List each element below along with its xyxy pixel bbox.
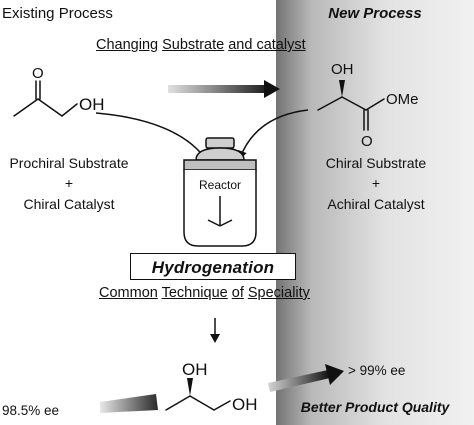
propanediol-structure [165,395,231,411]
existing-inputs-caption: Prochiral Substrate + Chiral Catalyst [0,153,138,214]
hydrogenation-box: Hydrogenation [130,253,296,280]
achiral-catalyst-label: Achiral Catalyst [327,195,425,212]
changing-caption: Changing Substrate and catalyst [96,38,306,53]
better-quality-caption: Better Product Quality [300,399,450,415]
right-hydroxyl-label: OH [331,61,354,78]
prochiral-substrate-label: Prochiral Substrate [9,155,129,171]
product-stereo-wedge [187,378,193,396]
speciality-word: Speciality [247,285,310,301]
reactor-vessel [183,137,257,247]
right-curved-arrow [238,109,309,160]
technique-caption: Common Technique of Speciality [99,286,310,301]
new-process-panel [276,0,474,425]
substrate-word: Substrate [162,37,225,53]
quality-improvement-arrow [268,364,344,392]
hydroxyacetone-structure [13,80,78,117]
existing-ee-value: 98.5% ee [2,403,60,418]
and-catalyst-words: and catalyst [228,37,306,53]
product-top-hydroxyl-label: OH [182,360,208,379]
common-word: Common [99,285,158,301]
existing-plus-sign: + [64,175,74,192]
existing-process-heading: Existing Process [2,5,113,22]
chiral-substrate-label: Chiral Substrate [325,155,427,171]
new-plus-sign: + [371,175,381,192]
technique-word: Technique [161,285,228,301]
product-right-hydroxyl-label: OH [232,395,258,414]
chiral-catalyst-label: Chiral Catalyst [23,195,115,212]
new-inputs-caption: Chiral Substrate + Achiral Catalyst [300,153,452,214]
new-ee-value: > 99% ee [348,363,406,378]
left-hydroxyl-label: OH [79,95,105,114]
process-change-arrow [168,80,280,98]
down-arrow [210,318,220,343]
left-curved-arrow [95,112,207,160]
new-process-heading: New Process [328,5,422,22]
ketone-oxygen-label: O [32,65,44,82]
stereo-wedge-bond [339,80,345,97]
methyl-lactate-structure [317,96,385,131]
left-gradient-bar [100,394,158,413]
reactor-label: Reactor [198,178,242,192]
methoxy-label: OMe [386,91,419,108]
changing-word: Changing [96,37,159,53]
of-word: of [231,285,244,301]
ester-oxygen-label: O [361,133,373,150]
